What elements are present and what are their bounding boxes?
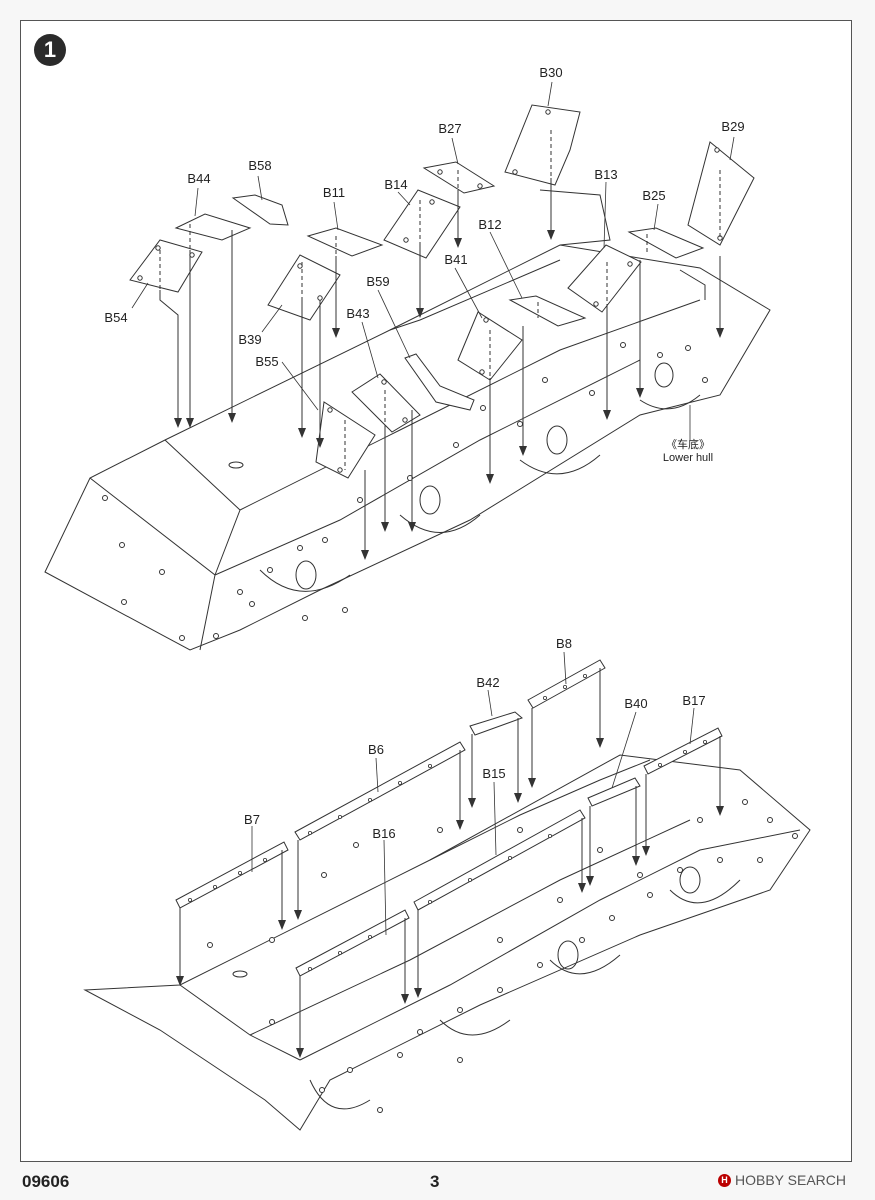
step-number-badge: 1 bbox=[34, 34, 66, 66]
part-b16 bbox=[295, 909, 410, 977]
label-b15: B15 bbox=[482, 766, 505, 781]
watermark: H HOBBY SEARCH bbox=[718, 1172, 846, 1188]
label-b7: B7 bbox=[244, 812, 260, 827]
label-b55: B55 bbox=[255, 354, 278, 369]
label-b41: B41 bbox=[444, 252, 467, 267]
part-b43 bbox=[351, 373, 421, 433]
label-b25: B25 bbox=[642, 188, 665, 203]
part-b8 bbox=[527, 659, 606, 709]
label-b6: B6 bbox=[368, 742, 384, 757]
part-b15 bbox=[413, 809, 586, 911]
label-b13: B13 bbox=[594, 167, 617, 182]
label-b54: B54 bbox=[104, 310, 127, 325]
label-b30: B30 bbox=[539, 65, 562, 80]
upper-lower-hull bbox=[44, 189, 771, 651]
part-b30 bbox=[504, 104, 581, 186]
part-b42 bbox=[469, 711, 523, 736]
part-b27 bbox=[422, 161, 496, 194]
label-b40: B40 bbox=[624, 696, 647, 711]
label-b42: B42 bbox=[476, 675, 499, 690]
part-b12 bbox=[508, 295, 587, 327]
product-code: 09606 bbox=[22, 1172, 70, 1191]
label-b43: B43 bbox=[346, 306, 369, 321]
part-b59 bbox=[404, 353, 475, 411]
part-b7 bbox=[175, 841, 289, 909]
part-b14 bbox=[383, 189, 461, 259]
hobby-search-logo-icon: H bbox=[718, 1173, 731, 1187]
part-b11 bbox=[306, 227, 384, 257]
part-b55 bbox=[315, 401, 376, 479]
part-b44 bbox=[174, 213, 252, 241]
label-b58: B58 bbox=[248, 158, 271, 173]
label-b16: B16 bbox=[372, 826, 395, 841]
lower-hull-label-en: Lower hull bbox=[663, 452, 713, 464]
lower-hull-label-cn: 《车底》 bbox=[666, 437, 710, 451]
part-b39 bbox=[267, 254, 341, 321]
page-number: 3 bbox=[430, 1172, 440, 1191]
part-b29 bbox=[687, 141, 755, 246]
label-b14: B14 bbox=[384, 177, 407, 192]
part-b58 bbox=[231, 194, 289, 226]
label-b27: B27 bbox=[438, 121, 461, 136]
label-b44: B44 bbox=[187, 171, 210, 186]
part-b13 bbox=[567, 244, 642, 313]
lower-hull-frame bbox=[83, 754, 811, 1131]
part-b25 bbox=[627, 227, 705, 259]
label-b17: B17 bbox=[682, 693, 705, 708]
label-b59: B59 bbox=[366, 274, 389, 289]
label-b8: B8 bbox=[556, 636, 572, 651]
watermark-text: HOBBY SEARCH bbox=[735, 1172, 846, 1188]
label-b11: B11 bbox=[323, 185, 345, 200]
label-b12: B12 bbox=[478, 217, 501, 232]
part-b6 bbox=[294, 741, 466, 841]
part-b40 bbox=[587, 777, 641, 807]
part-b17 bbox=[643, 727, 723, 775]
part-b54 bbox=[129, 239, 203, 293]
label-b39: B39 bbox=[238, 332, 261, 347]
label-b29: B29 bbox=[721, 119, 744, 134]
